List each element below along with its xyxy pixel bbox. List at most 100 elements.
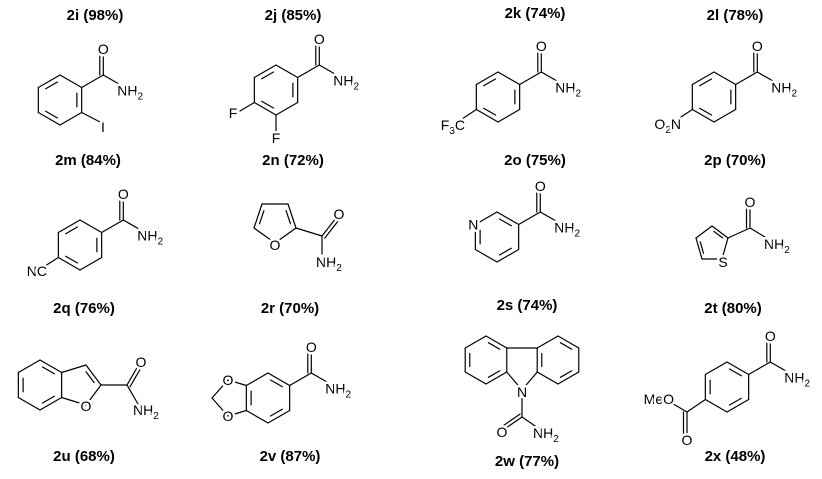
double-bond [41,366,55,375]
atom-label: O [535,178,546,194]
atom-label: O [223,408,234,424]
double-bond [699,107,713,116]
ring-bond [79,256,103,271]
atom-label: N [468,217,478,233]
atom-label: O [334,206,345,222]
bond [211,379,229,399]
bond [521,416,539,429]
bond [519,71,542,86]
bond [126,384,139,405]
bond [521,371,538,391]
atom-label: NH2 [137,228,163,248]
double-bond [487,342,501,350]
ring-bond [79,219,103,234]
bond [81,111,101,123]
bond [686,398,706,413]
ring-bond [275,64,299,79]
bond [44,256,59,267]
atom-label: I [101,119,105,135]
bond [505,416,523,429]
ring-bond [245,372,269,387]
double-bond [503,413,521,426]
compound-label-2k: 2k (74%) [505,5,566,22]
bond [297,64,320,79]
atom-label: S [718,254,727,270]
double-bond [65,226,79,235]
compound-label-2x: 2x (48%) [705,448,766,465]
ring-bond [245,409,269,424]
compound-label-2i: 2i (98%) [67,7,124,24]
bond [318,64,340,78]
ring-bond [485,335,508,349]
ring-bond [253,64,277,79]
atom-label: NH2 [316,254,342,274]
double-bond [261,100,275,109]
ring-bond [474,248,498,263]
ring-bond [39,359,63,374]
ring-bond [704,398,728,413]
compound-label-2m: 2m (84%) [55,152,121,169]
double-bond [498,218,512,227]
compound-label-2t: 2t (80%) [704,300,762,317]
ring-bond [253,227,276,244]
bond [518,211,541,226]
ring-bond [536,335,559,349]
double-bond [41,395,55,404]
ring-bond [464,335,487,349]
atom-label: NH2 [533,425,559,445]
atom-label: O [752,38,763,54]
ring-bond [17,359,41,374]
compound-label-2n: 2n (72%) [262,152,324,169]
atom-label: F [272,130,281,146]
ring-bond [711,225,729,239]
double-bond [498,247,512,256]
atom-label: O [536,38,547,54]
ring-bond [496,211,520,226]
atom-labels: ONH2IONH2FFONH2F3CONH2O2NONH2NCOONH2ONH2… [24,29,813,451]
atom-label: O [497,424,508,440]
bond [101,219,124,234]
ring-bond [287,203,297,229]
double-bond [269,408,283,417]
double-bond [324,219,340,239]
double-bond [728,368,742,377]
bond [539,211,561,225]
bond [735,71,758,86]
ring-bond [496,248,520,263]
double-bond [699,78,713,87]
compound-labels: 2i (98%) 2j (85%) 2k (74%) 2l (78%) 2m (… [53,5,766,470]
compound-label-2r: 2r (70%) [261,300,319,317]
ring-bond [695,237,703,260]
bond [677,108,693,120]
double-bond [269,379,283,388]
double-bond [261,71,275,80]
bond [321,217,337,237]
compound-label-2q: 2q (76%) [53,300,115,317]
double-bond [713,230,724,239]
bond [295,227,323,237]
bond [85,384,102,406]
atom-label: N [517,384,527,400]
double-bond [483,78,497,87]
bond [227,379,247,387]
bond [122,219,144,233]
atom-label: F [229,105,238,121]
atom-label: O [765,328,776,344]
ring-bond [253,203,263,229]
ring-bond [485,371,508,385]
atom-label: MeO [644,391,674,407]
double-bond [559,342,573,350]
double-bond [45,81,59,90]
ring-bond [57,256,81,271]
atom-label: NH2 [764,236,790,256]
ring-bond [497,108,521,123]
atom-label: NH2 [133,402,159,422]
ring-bond [267,409,291,424]
atom-label: O [306,339,317,355]
atom-label: O [136,354,147,370]
atom-label: NH2 [325,381,351,401]
ring-bond [726,361,750,376]
ring-bond [39,396,63,411]
ring-bond [557,371,580,385]
